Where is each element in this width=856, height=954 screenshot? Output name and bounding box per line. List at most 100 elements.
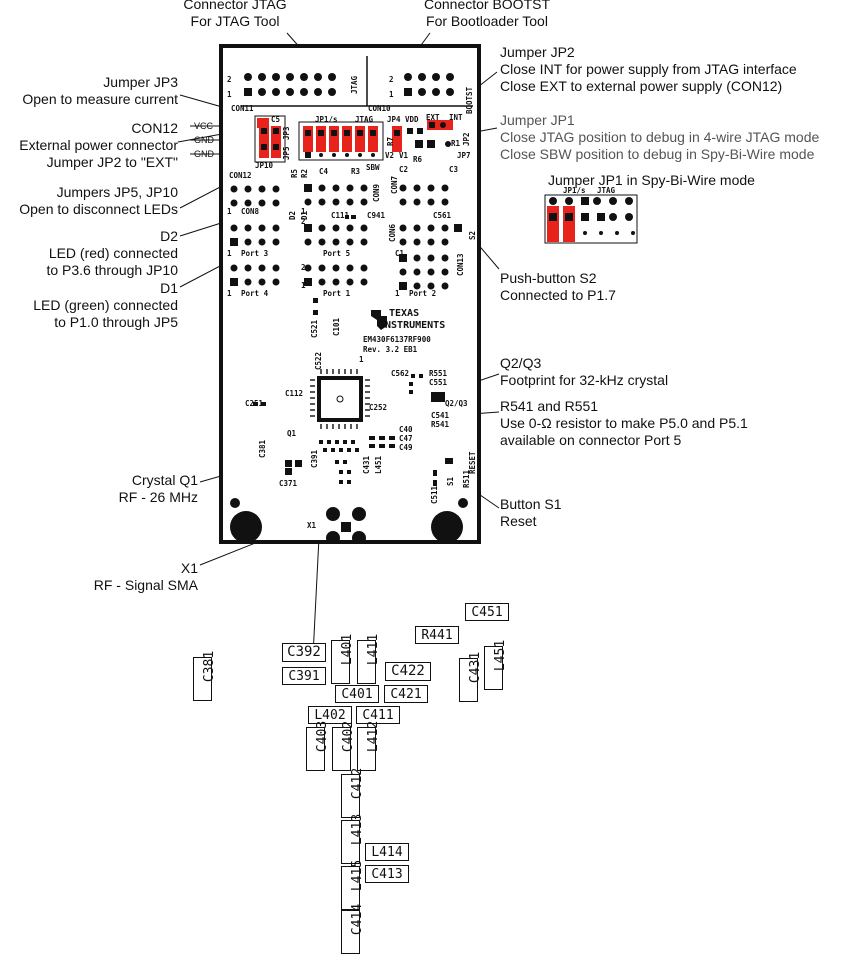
silk-con12: CON12 <box>229 171 252 180</box>
silk-c391: C391 <box>310 449 319 468</box>
silk-port3-pin1: 1 <box>227 249 232 258</box>
silk-c522: C522 <box>314 351 323 370</box>
silk-r2: R2 <box>300 168 309 178</box>
silk-brand-texas: TEXAS <box>389 308 420 319</box>
silk-bootst-pin2: 2 <box>389 75 394 84</box>
part-c403: C403 <box>306 721 330 771</box>
silk-port5: Port 5 <box>323 249 351 258</box>
silk-c252: C252 <box>369 403 388 412</box>
part-c451: C451 <box>465 603 509 621</box>
pcb-board: 2 1 CON11 JTAG 2 1 CON10 BOOTST C5 JP3 J… <box>219 44 481 544</box>
callout-jp1-sbw: Jumper JP1 in Spy-Bi-Wire mode <box>548 172 755 188</box>
jtag-mini-label: JTAG <box>597 186 616 195</box>
silk-jp5: JP5 <box>282 146 291 160</box>
silk-port3: Port 3 <box>241 249 269 258</box>
part-l412: L412 <box>357 721 381 771</box>
silk-r5: R5 <box>290 168 299 178</box>
jp1-sbw-diagram <box>544 194 638 244</box>
silk-v1: V1 <box>399 151 409 160</box>
silk-c112: C112 <box>285 389 304 398</box>
silk-v2: V2 <box>385 151 395 160</box>
silk-ic-pin1: 1 <box>359 355 364 364</box>
silk-c2: C2 <box>399 165 409 174</box>
part-c414: C414 <box>341 904 365 954</box>
part-l451: L451 <box>484 640 508 690</box>
part-l401: L401 <box>331 634 355 684</box>
silk-c251: C251 <box>245 399 264 408</box>
part-c381: C381 <box>193 651 217 701</box>
silk-r551: R551 <box>429 369 448 378</box>
silk-x1: X1 <box>307 521 317 530</box>
part-c411: C411 <box>356 706 400 724</box>
part-l413: L413 <box>341 814 365 864</box>
gnd-label-2: GND <box>194 149 214 159</box>
silk-c5: C5 <box>271 115 281 124</box>
part-l414: L414 <box>365 843 409 861</box>
silk-bootst-pin1: 1 <box>389 90 394 99</box>
silk-port1: Port 1 <box>323 289 351 298</box>
part-c421: C421 <box>384 685 428 703</box>
silk-c381: C381 <box>258 439 267 458</box>
silk-r7: R7 <box>386 136 395 146</box>
silk-jp10: JP10 <box>255 161 274 170</box>
silk-q2q3: Q2/Q3 <box>445 399 468 408</box>
silk-l451: L451 <box>374 455 383 474</box>
silk-con10: CON10 <box>368 104 391 113</box>
silk-c511: C511 <box>430 485 439 504</box>
silk-c47: C47 <box>399 434 413 443</box>
silk-jtag: JTAG <box>350 75 359 94</box>
silk-ext: EXT <box>426 113 440 122</box>
silk-int: INT <box>449 113 463 122</box>
silk-jp3: JP3 <box>282 126 291 140</box>
silk-s2: S2 <box>468 230 477 240</box>
silk-con6: CON6 <box>388 223 397 242</box>
silk-rev: Rev. 3.2 EB1 <box>363 345 418 354</box>
silk-con9: CON9 <box>372 183 381 202</box>
silk-c941: C941 <box>367 211 386 220</box>
silk-c551: C551 <box>429 378 448 387</box>
part-l402: L402 <box>308 706 352 724</box>
silk-jtag-jp1: JTAG <box>355 115 374 124</box>
part-c392: C392 <box>282 643 326 662</box>
silk-port2: Port 2 <box>409 289 437 298</box>
silk-c111: C111 <box>331 211 350 220</box>
silk-c49: C49 <box>399 443 413 452</box>
part-l411: L411 <box>357 634 381 684</box>
silk-jp4: JP4 <box>387 115 401 124</box>
silk-c431: C431 <box>362 455 371 474</box>
gnd-label-1: GND <box>194 135 214 145</box>
silk-r6: R6 <box>413 155 423 164</box>
silk-reset: RESET <box>468 451 477 474</box>
silk-jtag-pin1: 1 <box>227 90 232 99</box>
part-c402: C402 <box>332 721 356 771</box>
silk-c40: C40 <box>399 425 413 434</box>
silk-vdd: VDD <box>405 115 419 124</box>
silk-model: EM430F6137RF900 <box>363 335 431 344</box>
part-c422: C422 <box>385 662 431 681</box>
vcc-label: VCC <box>194 121 214 131</box>
silk-port1-pin2: 2 <box>301 263 306 272</box>
silk-brand-instruments: INSTRUMENTS <box>379 320 446 331</box>
jp1-mini-label: JP1/s <box>563 186 586 195</box>
part-c413: C413 <box>365 865 409 883</box>
silk-c4: C4 <box>319 167 329 176</box>
silk-r3: R3 <box>351 167 361 176</box>
silk-c1: C1 <box>395 249 405 258</box>
silk-port1-pin1: 1 <box>301 281 306 290</box>
silk-con13: CON13 <box>456 253 465 276</box>
pcb-artwork <box>230 56 473 540</box>
silk-con7: CON7 <box>390 175 399 194</box>
silk-c561: C561 <box>433 211 452 220</box>
silk-bootst: BOOTST <box>465 86 474 114</box>
silk-jp2: JP2 <box>462 132 471 146</box>
silk-c101: C101 <box>332 317 341 336</box>
